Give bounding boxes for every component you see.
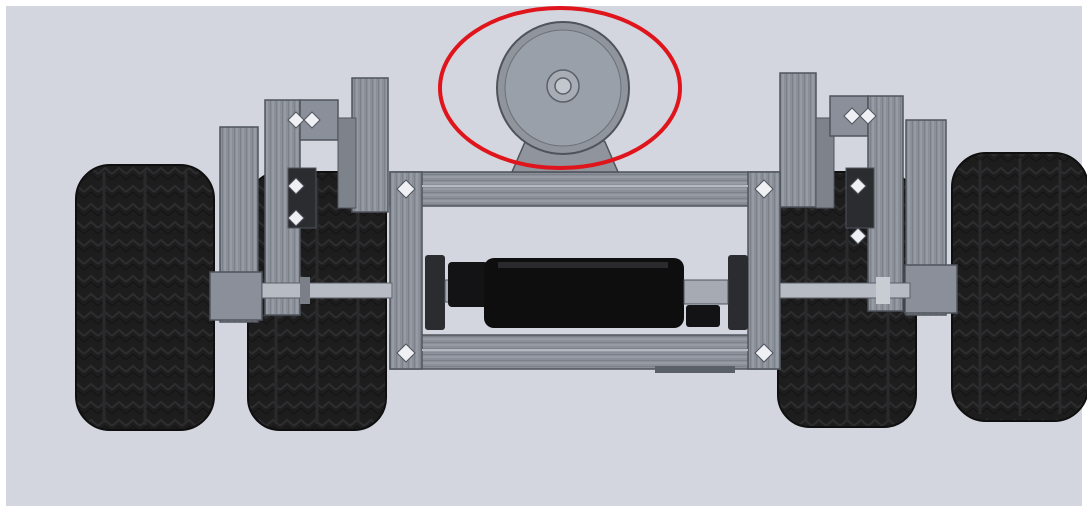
drive-motor	[425, 255, 748, 330]
right-suspension-assembly	[779, 72, 958, 316]
chassis-frame	[389, 171, 781, 373]
right-outer-wheel	[951, 152, 1087, 422]
left-suspension-assembly	[209, 77, 389, 323]
top-mount-bracket	[496, 21, 630, 173]
left-axle	[261, 277, 393, 304]
right-axle	[779, 277, 911, 304]
highlight-ellipse	[438, 6, 682, 170]
left-outer-wheel	[75, 164, 215, 431]
